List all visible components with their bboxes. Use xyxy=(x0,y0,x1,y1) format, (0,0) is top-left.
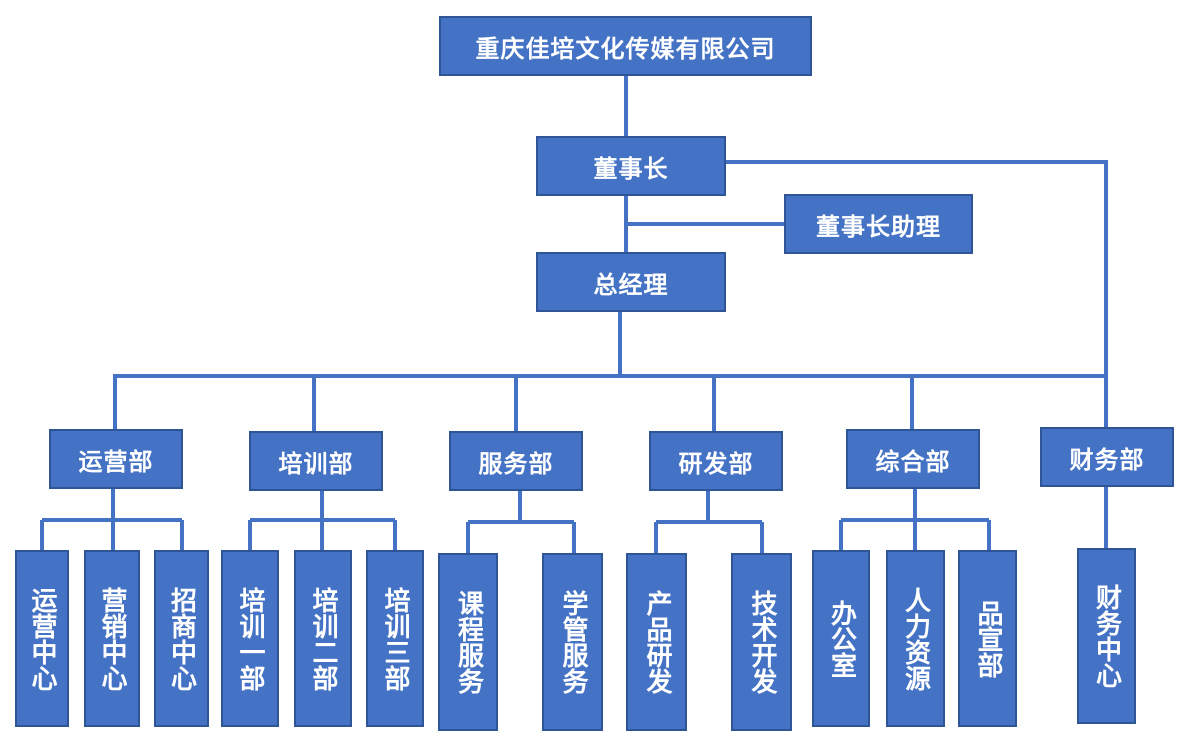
unit-product-rnd: 产品研发 xyxy=(626,553,687,731)
chairman-assistant-box: 董事长助理 xyxy=(784,194,973,254)
unit-office: 办公室 xyxy=(812,550,870,727)
general-manager-box: 总经理 xyxy=(536,252,726,312)
unit-investment-center: 招商中心 xyxy=(154,550,209,727)
dept-operations: 运营部 xyxy=(49,429,183,489)
dept-training: 培训部 xyxy=(249,431,383,491)
chairman-box: 董事长 xyxy=(536,136,726,196)
unit-human-resources: 人力资源 xyxy=(886,550,945,727)
dept-service: 服务部 xyxy=(449,431,583,491)
unit-operations-center: 运营中心 xyxy=(15,550,69,727)
dept-finance: 财务部 xyxy=(1040,427,1174,487)
dept-general: 综合部 xyxy=(846,429,980,489)
unit-training-2: 培训二部 xyxy=(294,550,352,727)
unit-brand-promotion: 品宣部 xyxy=(958,550,1017,727)
company-box: 重庆佳培文化传媒有限公司 xyxy=(439,16,812,76)
unit-course-service: 课程服务 xyxy=(438,553,498,731)
unit-student-management-service: 学管服务 xyxy=(542,553,603,731)
unit-training-3: 培训三部 xyxy=(366,550,424,727)
unit-finance-center: 财务中心 xyxy=(1077,548,1136,724)
unit-marketing-center: 营销中心 xyxy=(84,550,140,727)
unit-tech-development: 技术开发 xyxy=(731,553,792,731)
unit-training-1: 培训一部 xyxy=(221,550,279,727)
dept-rnd: 研发部 xyxy=(649,431,783,491)
